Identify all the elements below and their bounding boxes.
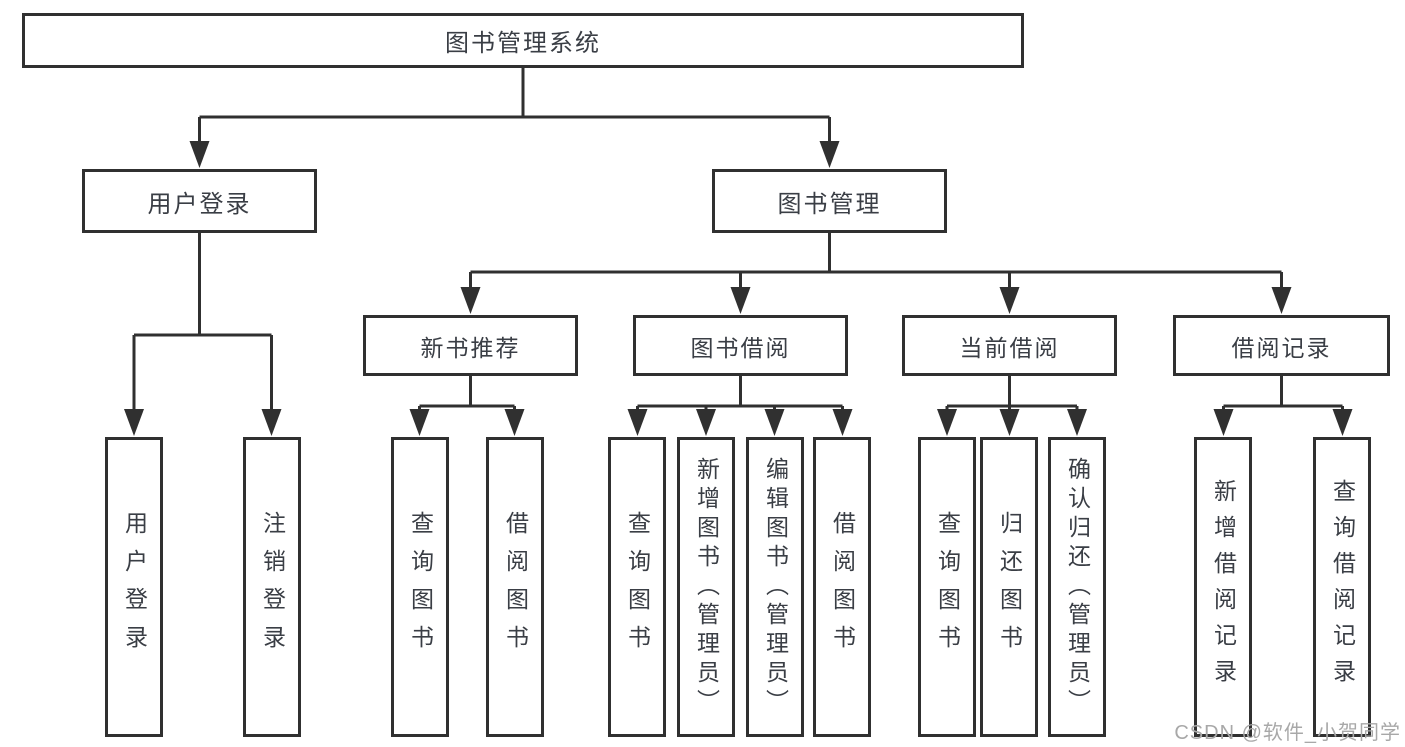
- leaf-label: 编辑图书（管理员）: [762, 456, 789, 718]
- leaf-query-borrow-record: 查询借阅记录: [1313, 437, 1371, 737]
- node-current-borrow: 当前借阅: [902, 315, 1117, 376]
- csdn-watermark: CSDN @软件_小贺同学: [1174, 722, 1401, 744]
- leaf-confirm-return-admin: 确认归还（管理员）: [1048, 437, 1106, 737]
- arrowheads: [124, 141, 1353, 436]
- leaf-edit-books-admin: 编辑图书（管理员）: [746, 437, 804, 737]
- leaf-label: 查询图书: [407, 511, 434, 663]
- root-label: 图书管理系统: [445, 30, 601, 57]
- leaf-label: 用户登录: [121, 511, 148, 663]
- leaf-label: 归还图书: [996, 511, 1023, 663]
- leaf-label: 借阅图书: [829, 511, 856, 663]
- node-label: 借阅记录: [1231, 334, 1332, 361]
- node-label: 新书推荐: [420, 334, 521, 361]
- leaf-query-books-borrow: 查询图书: [608, 437, 666, 737]
- leaf-label: 借阅图书: [502, 511, 529, 663]
- leaf-label: 确认归还（管理员）: [1064, 456, 1091, 718]
- leaf-query-books-current: 查询图书: [918, 437, 976, 737]
- node-library-management-system: 图书管理系统: [22, 13, 1024, 68]
- node-label: 图书管理: [777, 190, 882, 218]
- node-user-login: 用户登录: [82, 169, 317, 233]
- leaf-query-books-recommend: 查询图书: [391, 437, 449, 737]
- leaf-label: 查询借阅记录: [1329, 479, 1356, 695]
- node-book-borrow: 图书借阅: [633, 315, 848, 376]
- leaf-label: 新增图书（管理员）: [693, 456, 720, 718]
- leaf-add-borrow-record: 新增借阅记录: [1194, 437, 1252, 737]
- node-label: 图书借阅: [690, 334, 791, 361]
- node-new-book-recommend: 新书推荐: [363, 315, 578, 376]
- leaf-logout: 注销登录: [243, 437, 301, 737]
- leaf-return-books: 归还图书: [980, 437, 1038, 737]
- leaf-borrow-books-recommend: 借阅图书: [486, 437, 544, 737]
- node-label: 用户登录: [147, 190, 252, 218]
- node-book-management: 图书管理: [712, 169, 947, 233]
- leaf-user-login: 用户登录: [105, 437, 163, 737]
- leaf-add-books-admin: 新增图书（管理员）: [677, 437, 735, 737]
- leaf-label: 新增借阅记录: [1210, 479, 1237, 695]
- node-label: 当前借阅: [959, 334, 1060, 361]
- leaf-label: 查询图书: [624, 511, 651, 663]
- leaf-label: 注销登录: [259, 511, 286, 663]
- leaf-borrow-books: 借阅图书: [813, 437, 871, 737]
- leaf-label: 查询图书: [934, 511, 961, 663]
- node-borrow-records: 借阅记录: [1173, 315, 1390, 376]
